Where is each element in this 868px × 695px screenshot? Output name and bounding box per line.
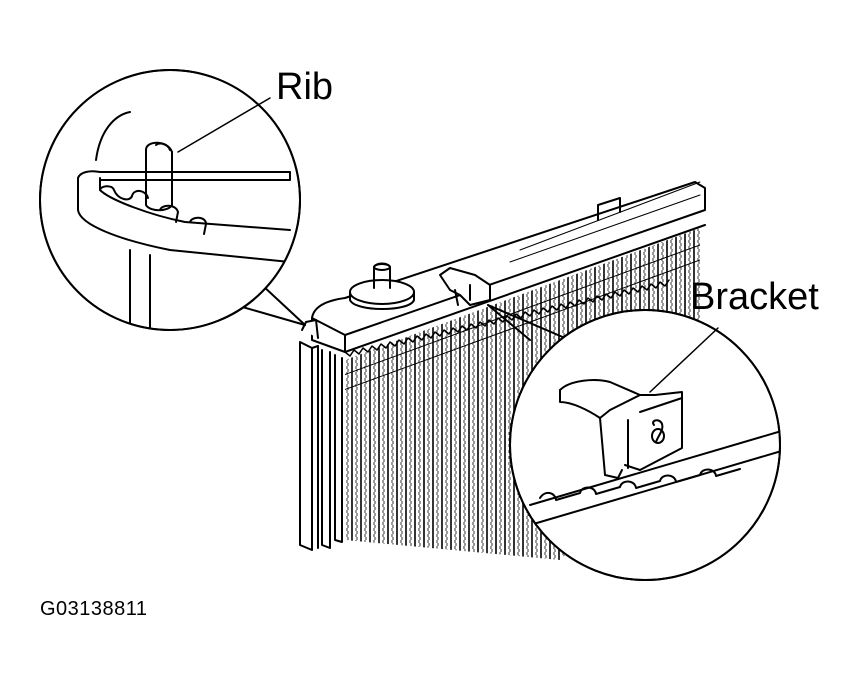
- bracket-callout: [487, 304, 781, 581]
- rib-post: [301, 319, 319, 339]
- left-side-tank: [299, 341, 343, 551]
- rib-callout: [39, 69, 306, 331]
- bracket-label: Bracket: [690, 276, 819, 318]
- figure-id: G03138811: [40, 598, 148, 620]
- rib-label: Rib: [276, 66, 334, 108]
- bracket-on-tank: [439, 267, 491, 306]
- filler-neck: [349, 262, 415, 310]
